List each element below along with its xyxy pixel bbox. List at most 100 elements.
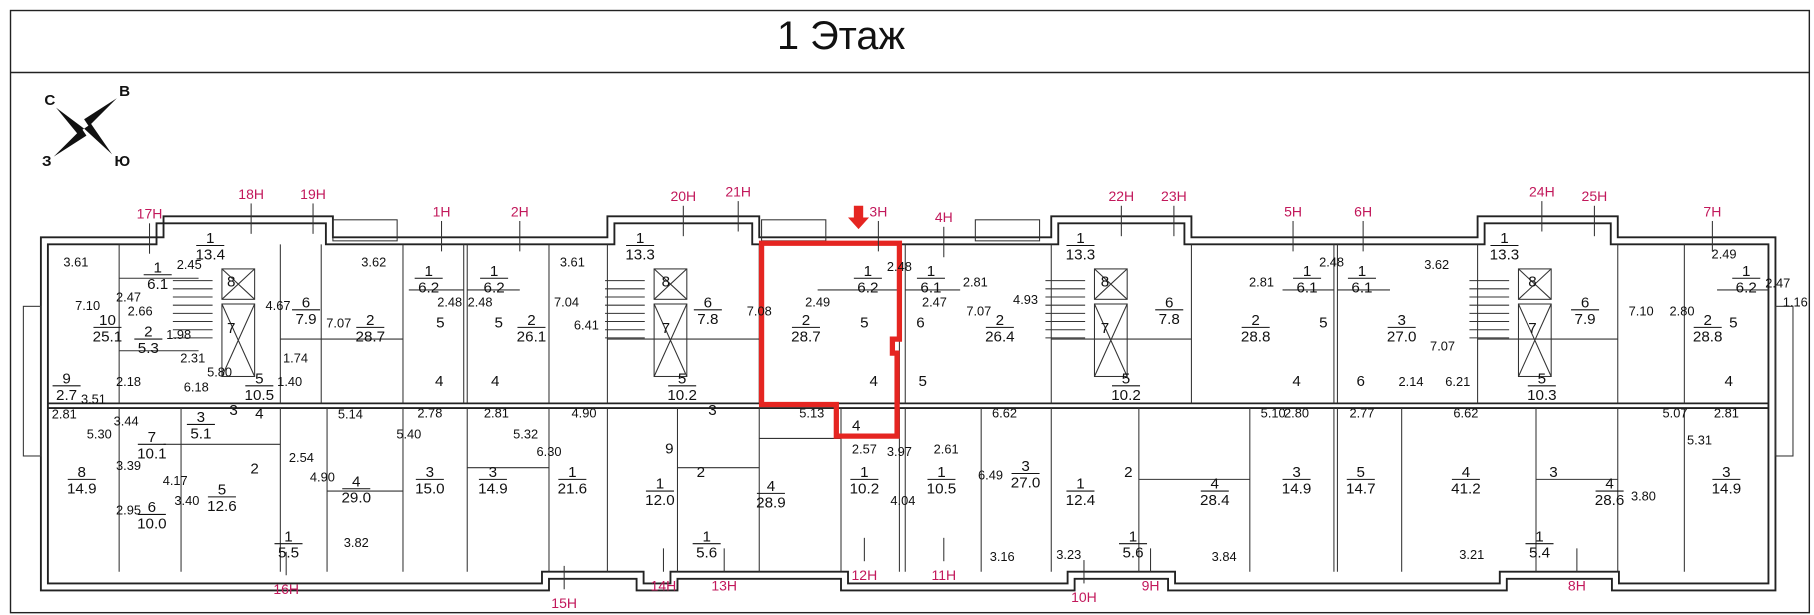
room-area: 5.6 xyxy=(1122,545,1143,562)
unit-label[interactable]: 25Н xyxy=(1582,188,1608,204)
room-label: 15.6 xyxy=(692,528,721,562)
dimension-label: 6.62 xyxy=(1453,405,1478,420)
room-label: 67.8 xyxy=(693,294,722,328)
room-area: 14.9 xyxy=(478,480,508,497)
dimension-label: 2.47 xyxy=(922,294,947,309)
unit-label[interactable]: 16Н xyxy=(273,581,299,597)
room-number: 1 xyxy=(1076,476,1084,493)
room-area: 14.7 xyxy=(1346,480,1376,497)
highlighted-unit-3h-outline[interactable] xyxy=(758,240,903,439)
room-label: 113.3 xyxy=(1490,230,1520,263)
room-number: 6 xyxy=(148,499,156,516)
room-area: 13.3 xyxy=(625,247,655,264)
unit-label[interactable]: 1Н xyxy=(433,203,451,219)
unit-label[interactable]: 13Н xyxy=(711,577,737,593)
room-area: 6.1 xyxy=(1297,279,1318,296)
elevator-icon xyxy=(221,303,256,378)
unit-label[interactable]: 2Н xyxy=(511,203,529,219)
room-number: 1 xyxy=(206,230,214,247)
unit-label[interactable]: 24Н xyxy=(1529,183,1555,199)
room-label: 113.4 xyxy=(195,230,225,263)
unit-label[interactable]: 8Н xyxy=(1568,577,1586,593)
room-area: 15.0 xyxy=(415,480,445,497)
room-label: 228.7 xyxy=(356,312,386,345)
unit-label[interactable]: 22Н xyxy=(1108,188,1134,204)
unit-label[interactable]: 10Н xyxy=(1071,589,1097,605)
unit-label[interactable]: 6Н xyxy=(1354,203,1372,219)
dimension-label: 7.10 xyxy=(75,298,100,313)
room-label: 510.5 xyxy=(245,370,275,403)
room-area: 10.2 xyxy=(850,480,880,497)
unit-label[interactable]: 20Н xyxy=(670,188,696,204)
room-number: 1 xyxy=(1076,230,1084,247)
room-number: 1 xyxy=(656,476,664,493)
dimension-label: 6.30 xyxy=(536,444,561,459)
room-number: 2 xyxy=(697,464,705,481)
dimension-label: 7.07 xyxy=(1430,339,1455,354)
dimension-label: 5.31 xyxy=(1687,432,1712,447)
arrow-down-icon xyxy=(848,205,870,230)
unit-label[interactable]: 15Н xyxy=(551,595,577,611)
room-number: 1 xyxy=(424,263,432,280)
dimension-label: 3.44 xyxy=(114,414,139,429)
unit-label[interactable]: 9Н xyxy=(1142,577,1160,593)
room-label: 514.7 xyxy=(1346,464,1376,497)
room-number: 7 xyxy=(1101,320,1109,337)
room-area: 14.9 xyxy=(1712,480,1742,497)
dimension-label: 2.47 xyxy=(1765,276,1790,291)
room-label: 228.8 xyxy=(1241,312,1271,345)
room-area: 10.0 xyxy=(137,515,167,532)
elevator-icon xyxy=(1517,268,1552,300)
room-number: 2 xyxy=(1124,464,1132,481)
unit-label[interactable]: 7Н xyxy=(1703,203,1721,219)
unit-label[interactable]: 14Н xyxy=(651,577,677,593)
dimension-label: 6.62 xyxy=(992,405,1017,420)
room-area: 7.9 xyxy=(295,311,316,328)
unit-label[interactable]: 19Н xyxy=(300,186,326,202)
dimension-label: 3.61 xyxy=(63,255,88,270)
room-label: 814.9 xyxy=(67,464,97,497)
room-area: 6.2 xyxy=(1736,279,1757,296)
dimension-label: 2.49 xyxy=(805,294,830,309)
dimension-label: 2.95 xyxy=(116,502,141,517)
room-number: 3 xyxy=(1397,312,1405,329)
room-label: 228.8 xyxy=(1693,312,1723,345)
unit-label[interactable]: 3Н xyxy=(869,203,887,219)
room-label: 67.9 xyxy=(292,294,321,328)
room-number: 5 xyxy=(495,314,503,331)
room-number: 9 xyxy=(665,441,673,458)
unit-label[interactable]: 18Н xyxy=(238,186,264,202)
room-label: 110.5 xyxy=(927,464,957,497)
room-area: 26.4 xyxy=(985,328,1015,345)
room-label: 510.2 xyxy=(1111,370,1141,403)
dimension-label: 2.66 xyxy=(128,304,153,319)
unit-label[interactable]: 23Н xyxy=(1161,188,1187,204)
room-area: 21.6 xyxy=(558,480,588,497)
room-label: 226.1 xyxy=(517,312,547,345)
room-number: 6 xyxy=(1357,373,1365,390)
unit-label[interactable]: 4Н xyxy=(935,209,953,225)
unit-label[interactable]: 17Н xyxy=(137,206,163,222)
room-area: 28.7 xyxy=(356,328,386,345)
dimension-label: 2.80 xyxy=(1670,304,1695,319)
unit-label[interactable]: 21Н xyxy=(725,183,751,199)
room-number: 3 xyxy=(1549,464,1557,481)
room-area: 7.9 xyxy=(1575,311,1596,328)
unit-label[interactable]: 11Н xyxy=(931,567,956,583)
dimension-label: 2.81 xyxy=(1249,274,1274,289)
room-label: 510.2 xyxy=(667,370,697,403)
compass-south: Ю xyxy=(114,153,130,170)
room-area: 10.3 xyxy=(1527,387,1557,404)
unit-label[interactable]: 5Н xyxy=(1284,203,1302,219)
dimension-label: 1.98 xyxy=(166,327,191,342)
room-number: 1 xyxy=(864,263,872,280)
compass-north: С xyxy=(44,92,55,109)
room-area: 25.1 xyxy=(93,328,123,345)
room-number: 1 xyxy=(860,464,868,481)
room-area: 26.1 xyxy=(517,328,547,345)
room-number: 4 xyxy=(255,406,263,423)
unit-label[interactable]: 12Н xyxy=(852,567,878,583)
room-label: 15.4 xyxy=(1525,528,1554,562)
room-label: 25.3 xyxy=(134,324,163,357)
